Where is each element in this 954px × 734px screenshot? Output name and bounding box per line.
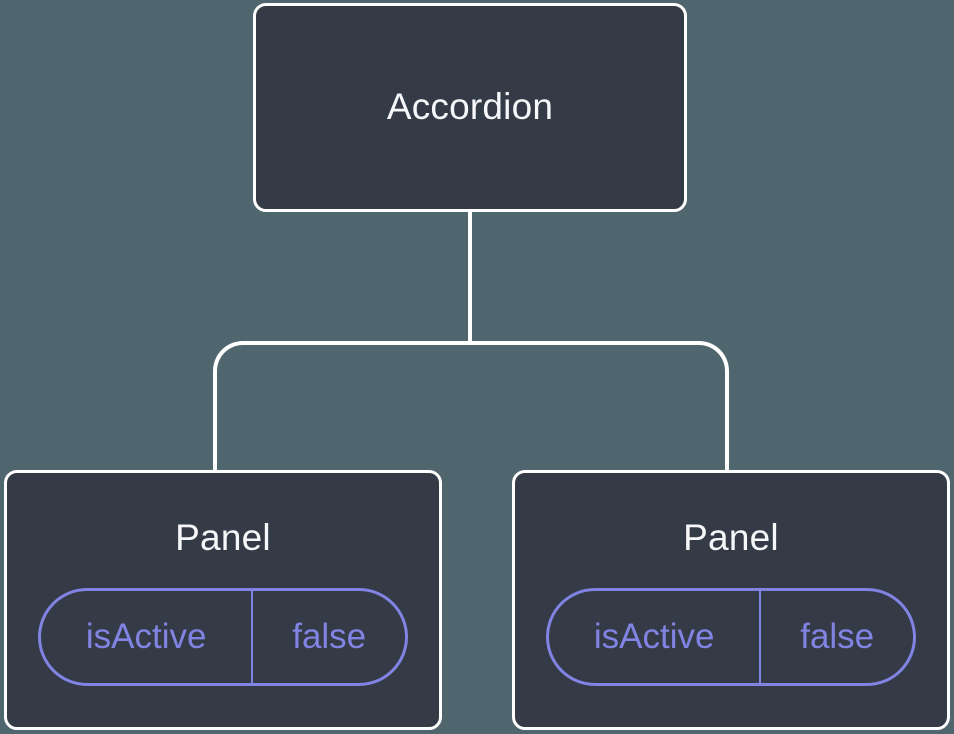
state-pill: isActive false <box>38 587 408 686</box>
panel-node-label: Panel <box>683 517 779 559</box>
tree-node-accordion: Accordion <box>253 3 687 212</box>
state-value-label: false <box>292 616 367 656</box>
state-pill: isActive false <box>546 587 916 686</box>
tree-node-panel-left: Panel isActive false <box>4 470 442 730</box>
panel-node-label: Panel <box>175 517 271 559</box>
connector-children-branch <box>213 341 729 470</box>
state-key-label: isActive <box>41 590 254 683</box>
connector-root-stem <box>468 211 472 343</box>
tree-node-panel-right: Panel isActive false <box>512 470 950 730</box>
state-key-label: isActive <box>549 590 762 683</box>
accordion-node-label: Accordion <box>386 86 554 128</box>
state-value-label: false <box>800 616 875 656</box>
